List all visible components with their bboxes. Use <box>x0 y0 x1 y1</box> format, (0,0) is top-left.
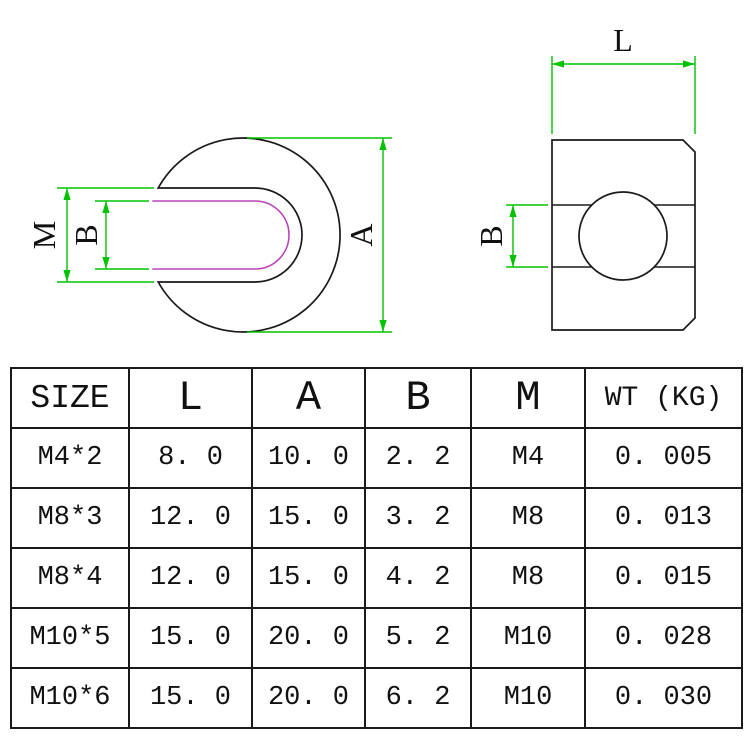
spec-cell: M4 <box>470 427 586 489</box>
spec-cell: 12. 0 <box>128 547 253 609</box>
spec-cell: 2. 2 <box>364 427 472 489</box>
spec-cell: 12. 0 <box>128 487 253 549</box>
table-row: M10*5 15. 0 20. 0 5. 2 M10 0. 028 <box>10 607 743 669</box>
spec-cell: 20. 0 <box>251 667 366 729</box>
table-row: M8*4 12. 0 15. 0 4. 2 M8 0. 015 <box>10 547 743 609</box>
col-header-wt: WT (KG) <box>584 367 743 429</box>
spec-cell: M10 <box>470 607 586 669</box>
spec-cell: M8 <box>470 547 586 609</box>
technical-drawing: M B A L <box>0 0 750 363</box>
spec-cell: M10*6 <box>10 667 130 729</box>
dim-l-label: L <box>613 22 633 58</box>
spec-cell: M10*5 <box>10 607 130 669</box>
header-row: SIZE L A B M WT (KG) <box>10 367 743 429</box>
table-row: M8*3 12. 0 15. 0 3. 2 M8 0. 013 <box>10 487 743 549</box>
table-row: M10*6 15. 0 20. 0 6. 2 M10 0. 030 <box>10 667 743 729</box>
spec-cell: 3. 2 <box>364 487 472 549</box>
spec-cell: 10. 0 <box>251 427 366 489</box>
spec-cell: 0. 030 <box>584 667 743 729</box>
table-row: M4*2 8. 0 10. 0 2. 2 M4 0. 005 <box>10 427 743 489</box>
spec-cell: 4. 2 <box>364 547 472 609</box>
spec-cell: 15. 0 <box>128 607 253 669</box>
spec-cell: 5. 2 <box>364 607 472 669</box>
thread-profile-line <box>152 200 290 270</box>
dim-b-side-label: B <box>473 225 509 246</box>
spec-cell: 20. 0 <box>251 607 366 669</box>
spec-cell: M4*2 <box>10 427 130 489</box>
spec-cell: 15. 0 <box>251 547 366 609</box>
dim-a-label: A <box>343 223 379 246</box>
spec-cell: M8*3 <box>10 487 130 549</box>
spec-cell: 15. 0 <box>251 487 366 549</box>
col-header-b: B <box>364 367 472 429</box>
spec-table: SIZE L A B M WT (KG) M4*2 8. 0 10. 0 2. … <box>10 367 743 729</box>
drawing-svg: M B A L <box>26 22 696 333</box>
spec-cell: 15. 0 <box>128 667 253 729</box>
side-view: L B <box>473 22 696 331</box>
col-header-m: M <box>470 367 586 429</box>
thread-hole <box>578 191 668 281</box>
spec-cell: 6. 2 <box>364 667 472 729</box>
spec-cell: M10 <box>470 667 586 729</box>
spec-cell: M8*4 <box>10 547 130 609</box>
spec-cell: 0. 013 <box>584 487 743 549</box>
dim-m-label: M <box>26 221 62 249</box>
spec-cell: 8. 0 <box>128 427 253 489</box>
spec-cell: M8 <box>470 487 586 549</box>
spec-cell: 0. 015 <box>584 547 743 609</box>
col-header-a: A <box>251 367 366 429</box>
col-header-size: SIZE <box>10 367 130 429</box>
spec-cell: 0. 005 <box>584 427 743 489</box>
dim-b-front-label: B <box>68 224 104 245</box>
col-header-l: L <box>128 367 253 429</box>
spec-cell: 0. 028 <box>584 607 743 669</box>
front-view: M B A <box>26 137 392 333</box>
slotted-disc-outline <box>156 137 341 333</box>
